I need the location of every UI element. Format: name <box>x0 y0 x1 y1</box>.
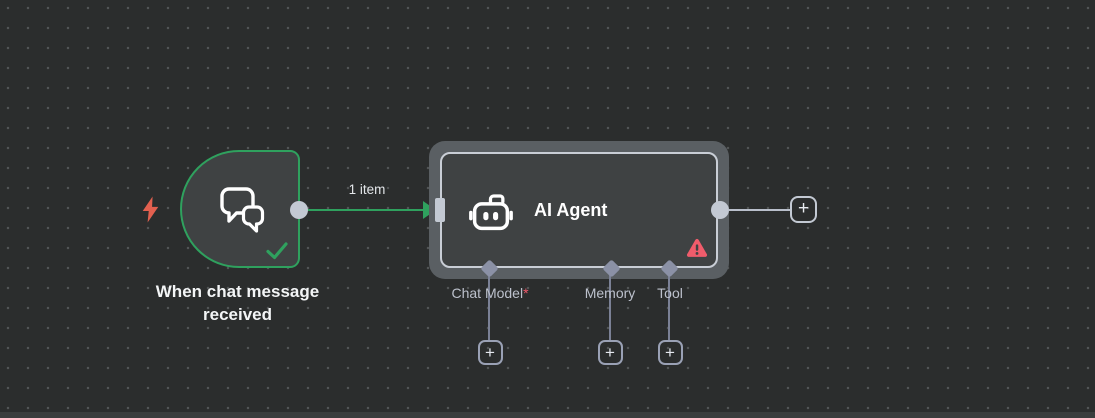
agent-node-selection-frame: AI Agent <box>429 141 729 279</box>
add-tool-button[interactable]: + <box>657 340 683 365</box>
lightning-bolt-icon <box>142 196 159 223</box>
chat-model-label: Chat Model* <box>451 285 528 301</box>
tool-label: Tool <box>657 285 683 301</box>
trigger-output-port[interactable] <box>290 201 308 219</box>
canvas-bottom-edge <box>0 412 1095 418</box>
trigger-node-label: When chat message received <box>155 282 320 324</box>
connection-items-badge: 1 item <box>348 182 386 197</box>
add-chat-model-button[interactable]: + <box>477 340 503 365</box>
chat-model-connector-line <box>488 275 490 340</box>
tool-connector-line <box>668 275 670 340</box>
add-node-button[interactable]: + <box>790 196 817 223</box>
memory-label: Memory <box>585 285 636 301</box>
success-check-icon <box>266 242 288 260</box>
chat-bubbles-icon <box>220 187 265 233</box>
memory-connector-line <box>609 275 611 340</box>
warning-triangle-icon <box>686 238 708 257</box>
agent-output-line <box>729 209 790 211</box>
add-memory-button[interactable]: + <box>597 340 623 365</box>
memory-label-text: Memory <box>584 285 636 301</box>
required-asterisk: * <box>523 285 529 301</box>
chat-model-label-text: Chat Model <box>451 285 524 301</box>
agent-input-port[interactable] <box>435 198 445 222</box>
tool-label-text: Tool <box>657 285 683 301</box>
agent-node-title: AI Agent <box>534 200 608 220</box>
robot-icon <box>469 194 513 231</box>
ai-agent-node[interactable]: AI Agent <box>440 152 718 268</box>
agent-output-port[interactable] <box>711 201 729 219</box>
trigger-node-when-chat-message-received[interactable] <box>180 150 300 268</box>
connection-line[interactable] <box>307 208 427 211</box>
